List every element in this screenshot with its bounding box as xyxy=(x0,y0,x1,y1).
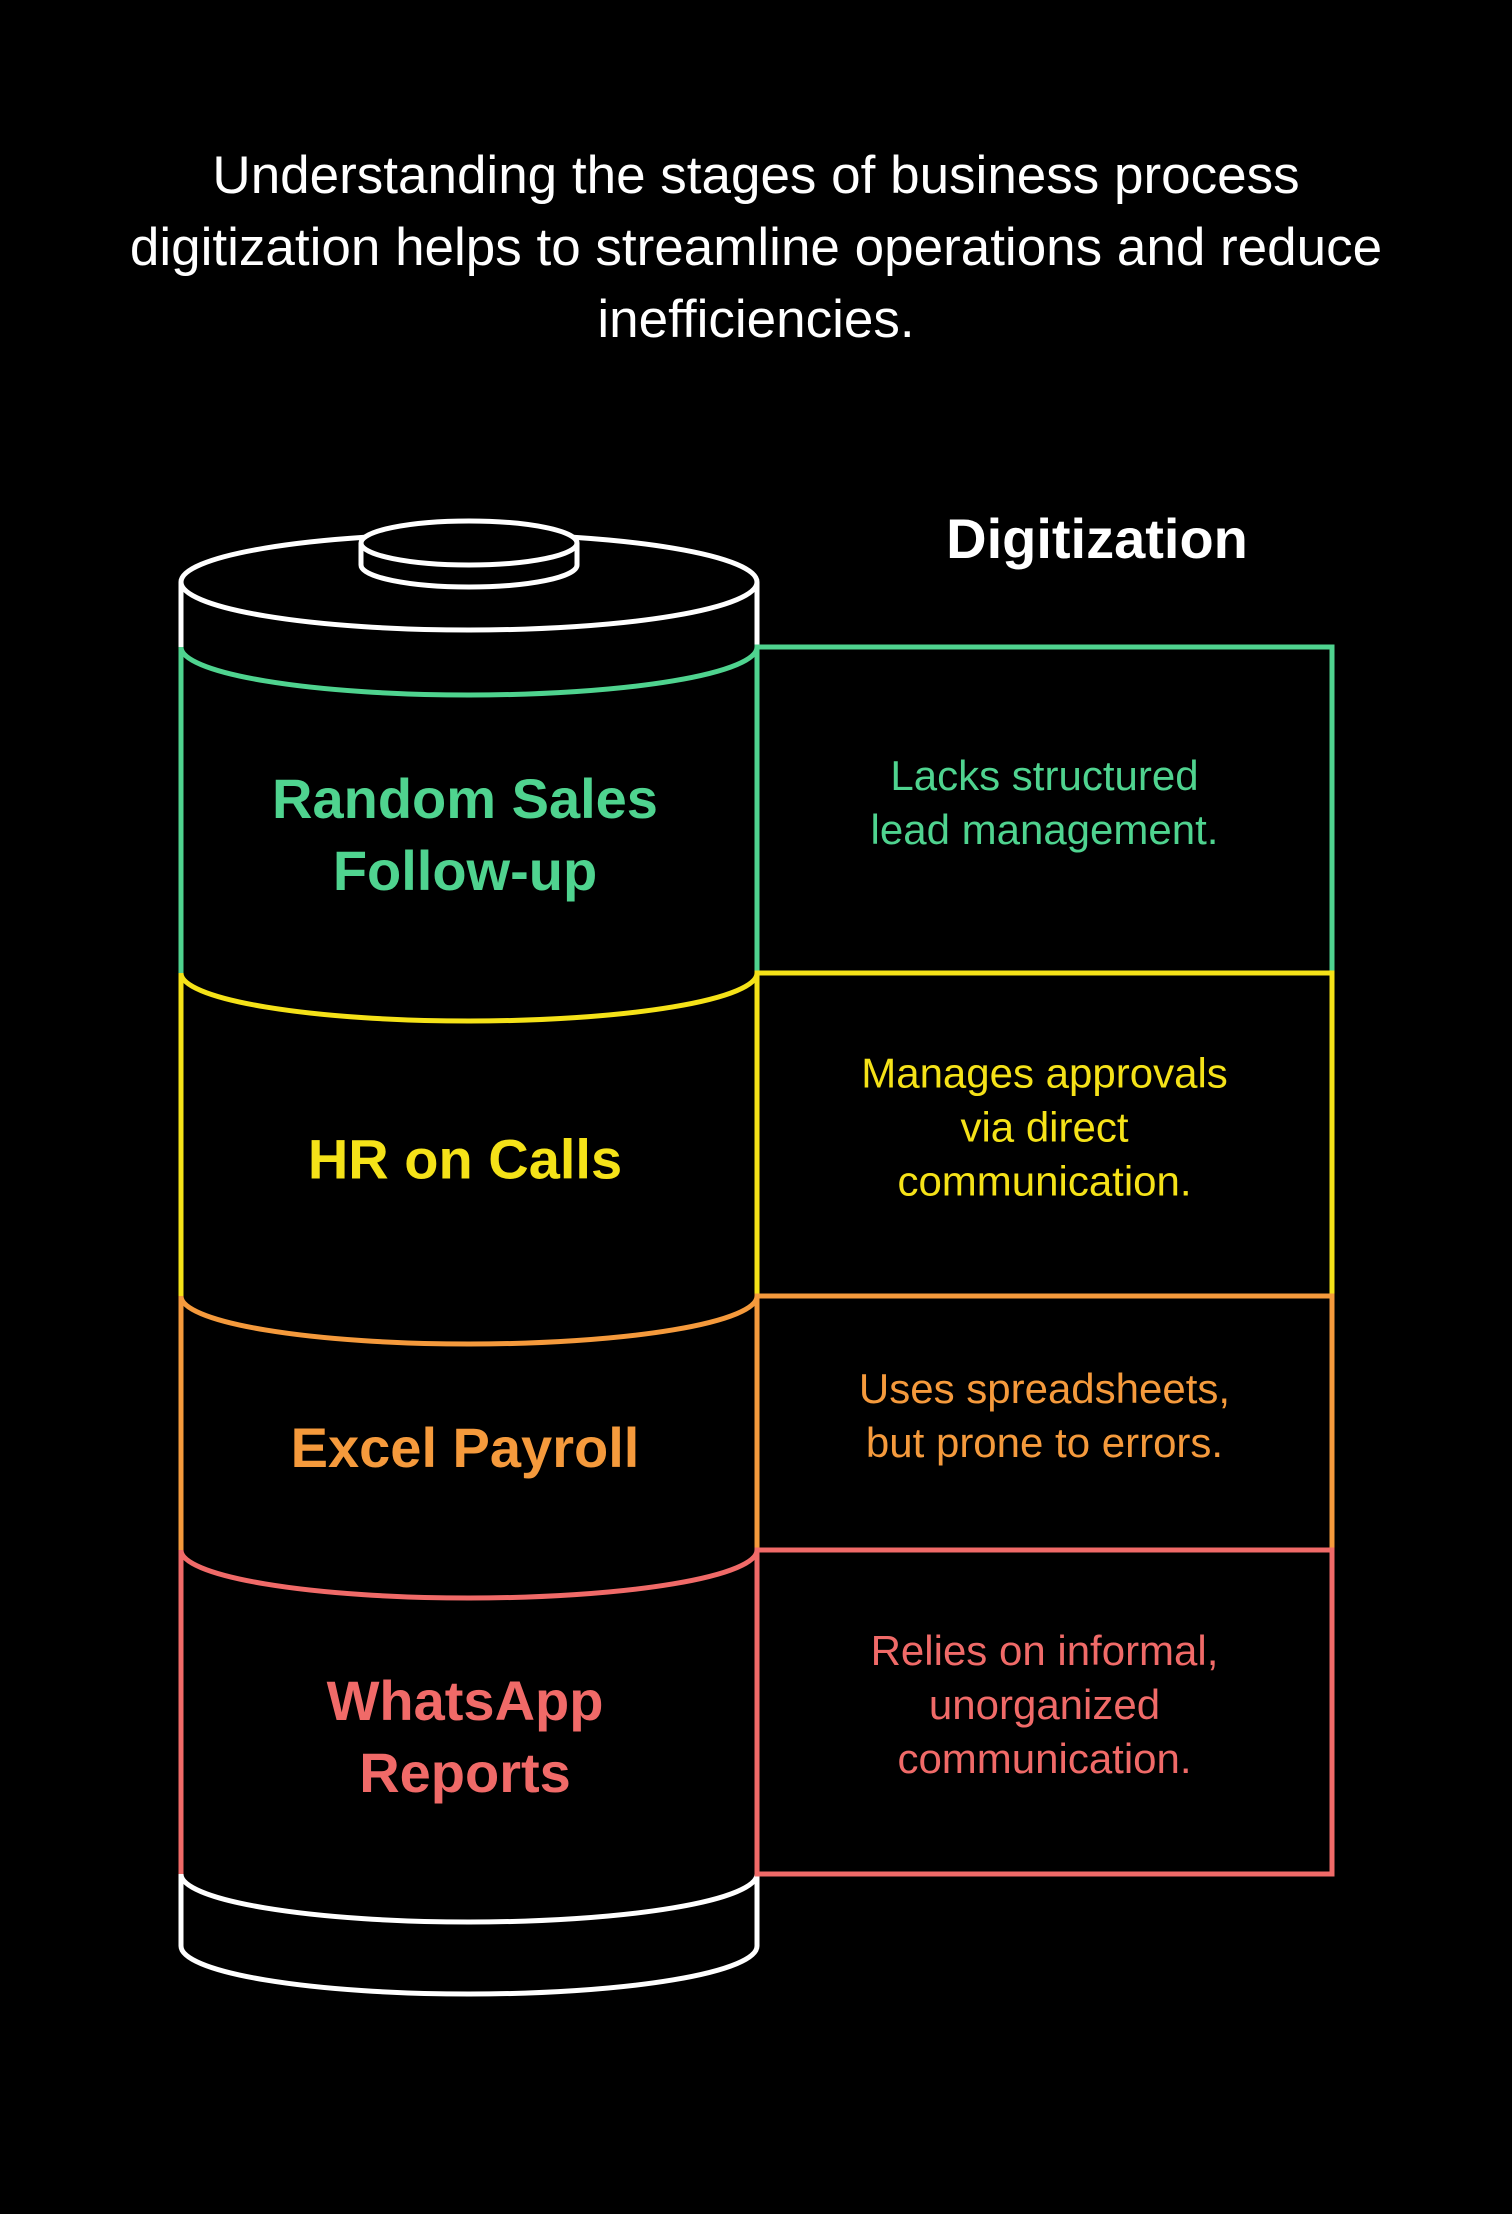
stage-1-description-line-1: Lacks structured xyxy=(890,752,1198,799)
stage-2-top-arc xyxy=(178,972,760,1024)
stage-3-description-line-2: but prone to errors. xyxy=(866,1419,1223,1466)
cylinder-bottom-arc xyxy=(178,1945,760,1997)
stage-2-label-line-1: HR on Calls xyxy=(308,1128,622,1191)
stage-1-top-arc xyxy=(178,646,760,698)
stage-4-description-line-2: unorganized xyxy=(929,1681,1160,1728)
stage-2-description-line-3: communication. xyxy=(897,1158,1191,1205)
stage-4-label-line-1: WhatsApp xyxy=(327,1669,604,1732)
stage-4-description-box xyxy=(754,1547,1335,1877)
cylinder-bottom-band-arc xyxy=(178,1873,760,1925)
stage-1-label-line-1: Random Sales xyxy=(272,767,658,830)
cylinder-knob-top xyxy=(358,518,580,568)
stage-1-label-line-2: Follow-up xyxy=(333,839,597,902)
intro-text: Understanding the stages of business pro… xyxy=(129,146,1383,349)
stage-4-description-line-1: Relies on informal, xyxy=(871,1627,1219,1674)
stage-3-label-line-1: Excel Payroll xyxy=(291,1416,640,1479)
column-heading: Digitization xyxy=(946,507,1248,570)
stage-4-label-line-2: Reports xyxy=(359,1741,571,1804)
stage-2-description-line-2: via direct xyxy=(960,1104,1128,1151)
stage-4-description-line-3: communication. xyxy=(897,1735,1191,1782)
stage-2-description-line-1: Manages approvals xyxy=(861,1050,1228,1097)
stage-1-description-line-2: lead management. xyxy=(871,806,1219,853)
stage-3-top-arc xyxy=(178,1295,760,1347)
stage-3-description-line-1: Uses spreadsheets, xyxy=(859,1365,1230,1412)
stage-4-top-arc xyxy=(178,1549,760,1601)
